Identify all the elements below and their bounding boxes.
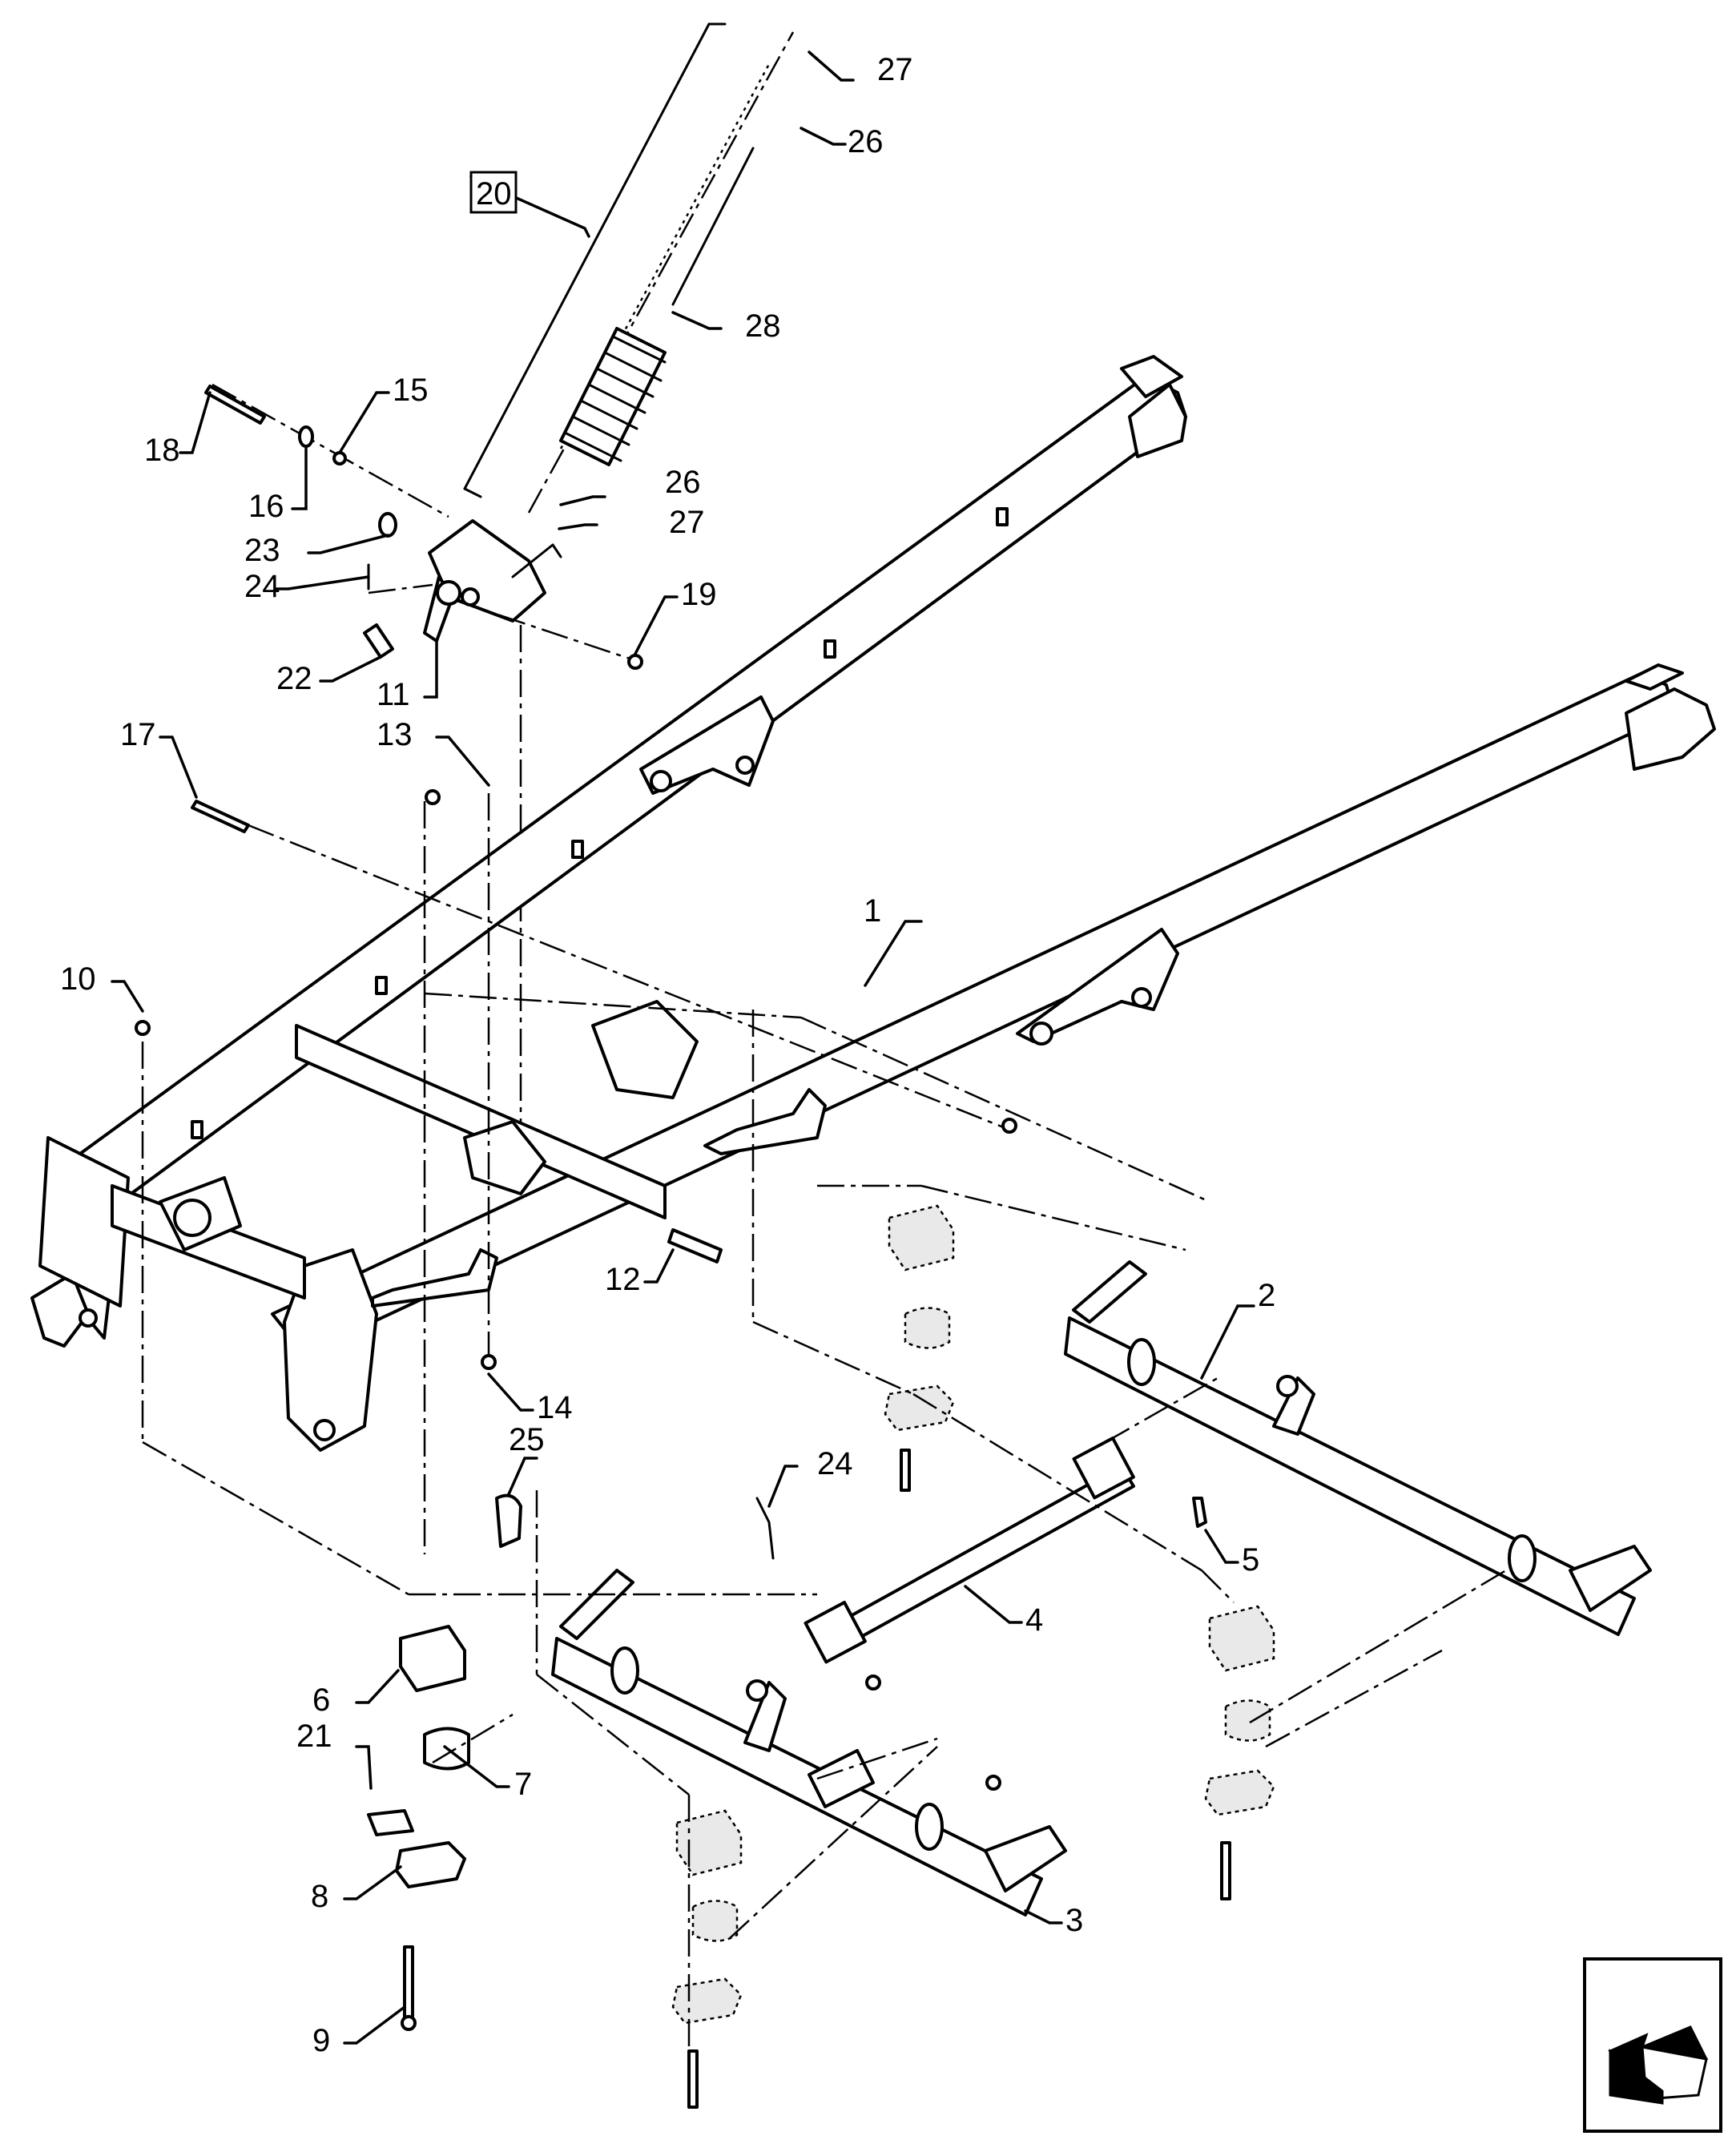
rockshaft-2 [1064,1260,1652,1636]
leaders [111,50,1255,2045]
callout-4: 4 [1025,1602,1043,1638]
bolt-18 [204,385,266,425]
callout-12: 12 [605,1262,641,1297]
callout-24-lower: 24 [817,1446,853,1481]
callout-9: 9 [312,2023,330,2058]
callout-13: 13 [377,717,413,752]
callout-22: 22 [276,661,312,696]
shim-25 [495,1493,522,1548]
callout-2: 2 [1258,1278,1275,1313]
callout-26-upper: 26 [848,124,884,159]
nut-14 [481,1354,497,1370]
callout-24-upper: 24 [244,569,280,604]
callout-8: 8 [311,1879,328,1914]
callout-25: 25 [509,1422,545,1457]
callout-28: 28 [745,308,781,344]
nut-10 [135,1020,151,1036]
callout-18: 18 [144,433,180,468]
washer-23 [378,512,397,538]
main-frame [30,355,1716,1554]
callout-1: 1 [864,893,881,929]
previous-page-arrow-icon[interactable] [1583,1957,1722,2133]
callout-6: 6 [312,1683,330,1718]
callout-10: 10 [60,961,96,997]
bearing-stack-lower [671,1809,743,2109]
callout-20: 20 [476,176,512,212]
pin-5 [1192,1497,1207,1528]
bolt-17 [191,800,250,833]
callout-7: 7 [514,1767,532,1802]
pin-12 [667,1228,723,1263]
callout-3: 3 [1065,1903,1083,1938]
callout-labels: 1 2 3 4 5 6 7 8 9 10 11 12 13 14 15 16 1… [60,52,1275,2058]
cotter-24-lower [755,1497,775,1560]
callout-21: 21 [296,1719,332,1754]
callout-11: 11 [377,677,410,712]
callout-23: 23 [244,533,280,568]
callout-17: 17 [120,717,156,752]
callout-15: 15 [393,373,429,408]
callout-27-lower: 27 [669,505,705,540]
bearing-base-8 [395,1841,466,1888]
nut-19 [627,654,643,670]
bearing-stack-left [367,1625,470,2031]
callout-20-box [469,171,518,214]
bearing-stack-center [884,1204,955,1492]
callout-19: 19 [681,577,717,612]
bolt-9 [403,1945,414,2021]
callout-26-lower: 26 [665,465,701,500]
callout-16: 16 [248,489,284,524]
callout-5: 5 [1242,1542,1259,1578]
link-4 [804,1437,1135,1664]
bearing-cap-6 [399,1625,466,1692]
pin-22 [363,623,394,659]
plate-21 [367,1809,414,1836]
callout-27-upper: 27 [877,52,913,87]
compression-spring [559,327,667,466]
callout-14: 14 [537,1390,573,1425]
bearing-stack-right [1204,1605,1275,1900]
washer-16 [298,425,314,448]
nut-15 [332,451,347,465]
